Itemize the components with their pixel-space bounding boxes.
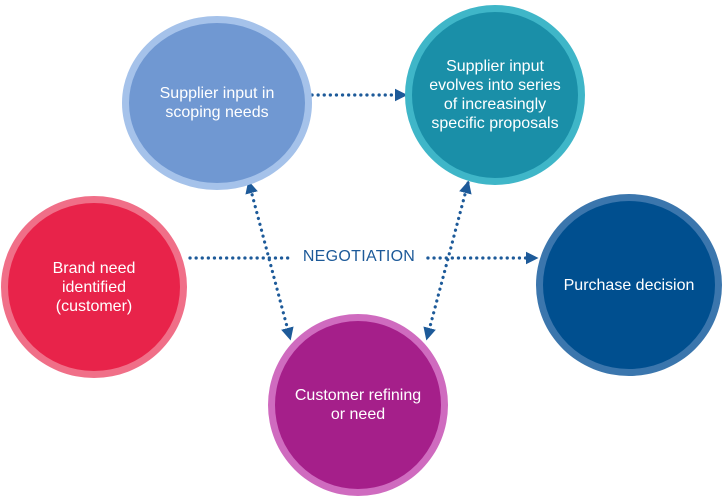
node-purchase-decision: Purchase decision <box>536 194 722 376</box>
node-customer-refining-label: Customer refining or need <box>294 387 422 423</box>
node-purchase-decision-label: Purchase decision <box>563 276 695 294</box>
node-supplier-scoping-label: Supplier input in scoping needs <box>159 85 275 121</box>
arrow-proposals-refining <box>423 180 472 341</box>
node-supplier-proposals-label: Supplier input evolves into series of in… <box>429 58 561 132</box>
arrow-scoping-refining <box>245 180 294 341</box>
negotiation-label: NEGOTIATION <box>292 247 426 267</box>
node-supplier-scoping: Supplier input in scoping needs <box>122 16 312 190</box>
node-supplier-proposals: Supplier input evolves into series of in… <box>405 5 585 185</box>
node-customer-refining: Customer refining or need <box>268 314 448 496</box>
node-brand-need: Brand need identified (customer) <box>1 196 187 378</box>
node-brand-need-label: Brand need identified (customer) <box>52 259 136 315</box>
